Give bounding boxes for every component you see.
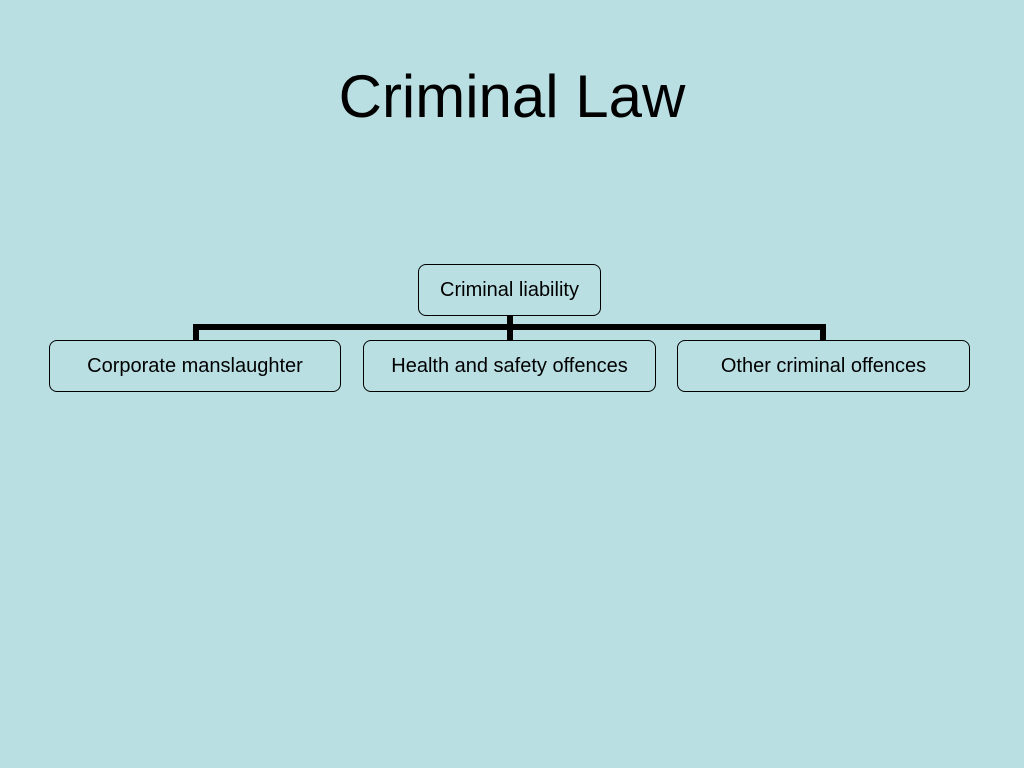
node-health-and-safety-offences: Health and safety offences bbox=[363, 340, 656, 392]
node-corporate-manslaughter: Corporate manslaughter bbox=[49, 340, 341, 392]
node-label: Health and safety offences bbox=[391, 354, 628, 377]
node-other-criminal-offences: Other criminal offences bbox=[677, 340, 970, 392]
node-label: Criminal liability bbox=[440, 278, 579, 301]
node-criminal-liability: Criminal liability bbox=[418, 264, 601, 316]
slide-title: Criminal Law bbox=[338, 63, 686, 130]
node-label: Other criminal offences bbox=[720, 354, 927, 377]
node-label: Corporate manslaughter bbox=[87, 354, 303, 377]
